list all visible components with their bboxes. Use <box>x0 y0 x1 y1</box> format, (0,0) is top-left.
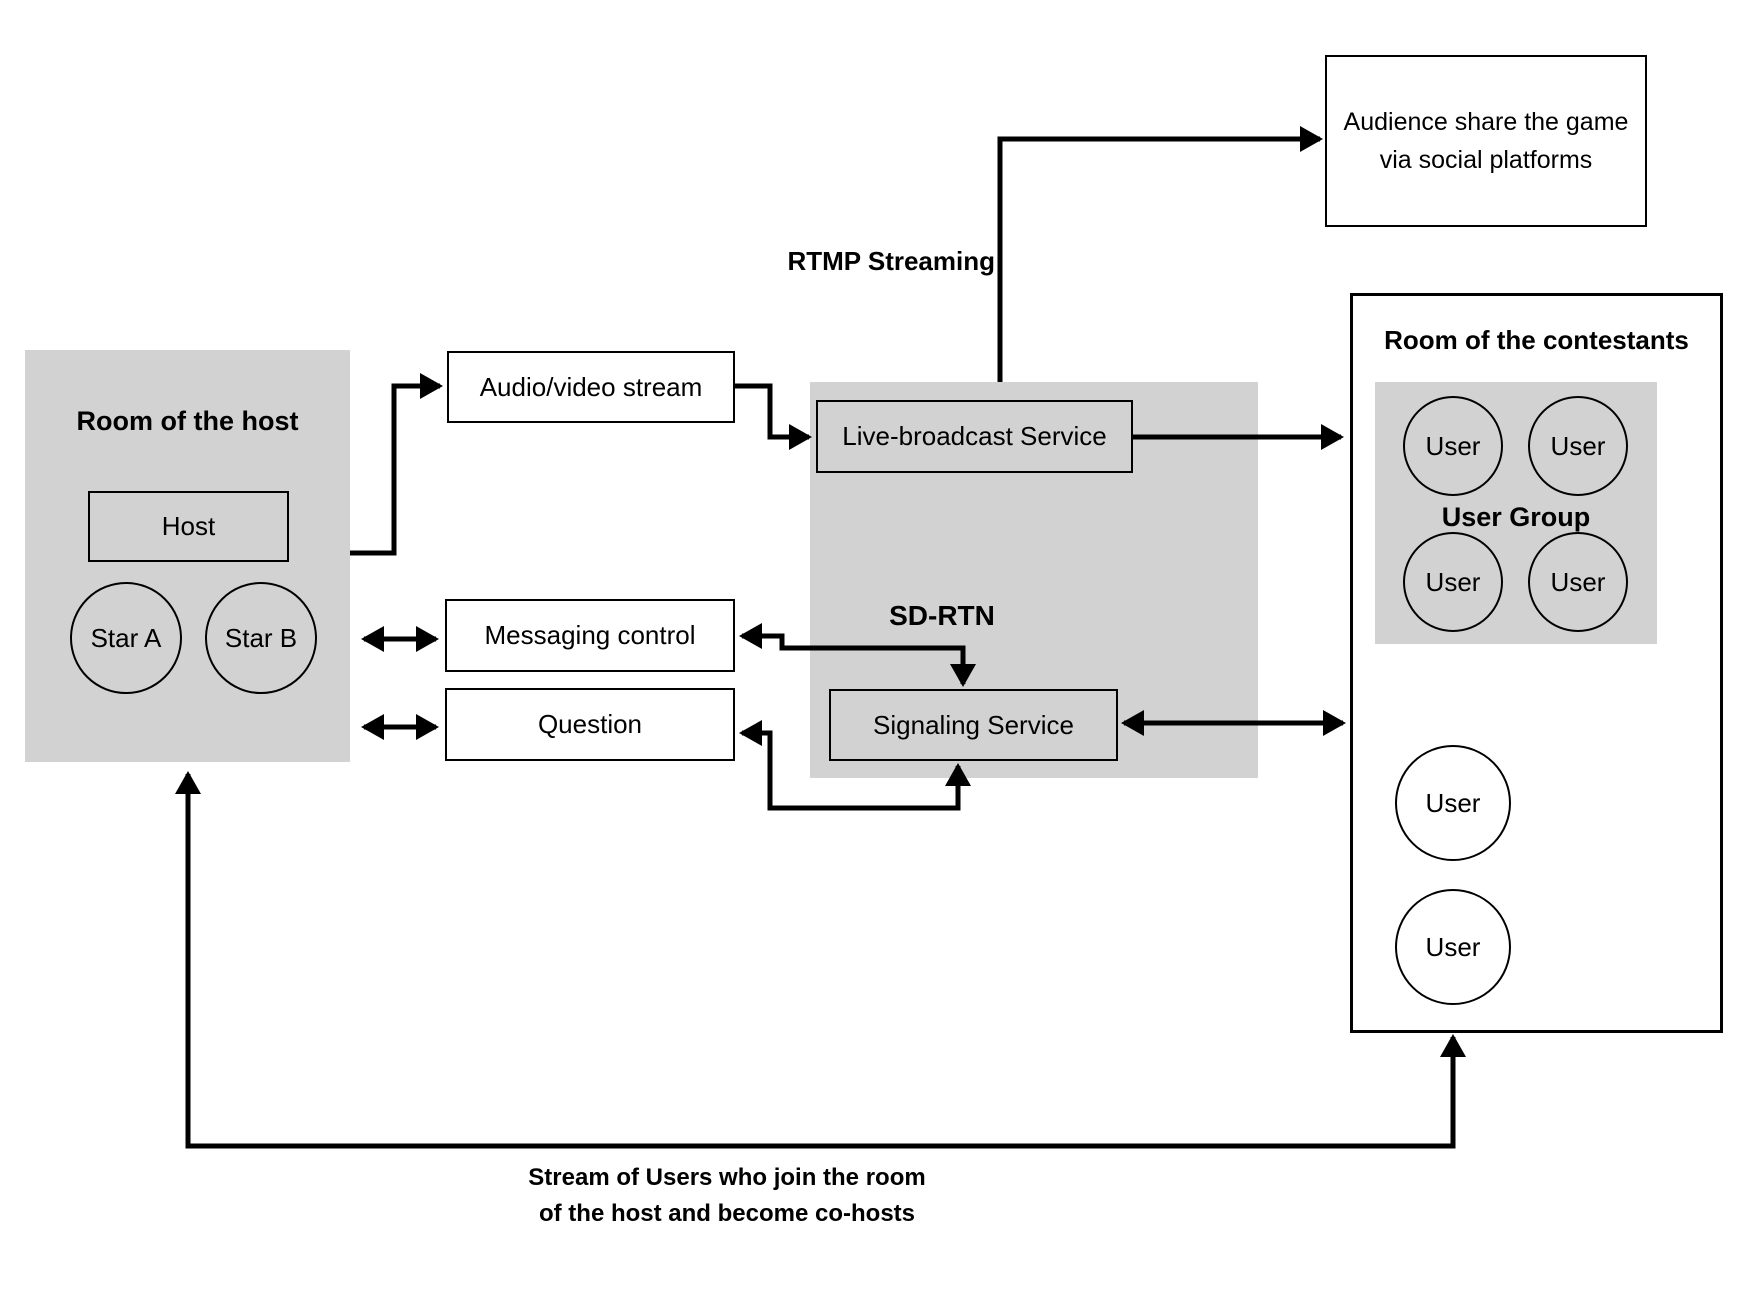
star-b-circle: Star B <box>205 582 317 694</box>
group-user-circle: User <box>1528 532 1628 632</box>
audio-video-node: Audio/video stream <box>447 351 735 423</box>
audience-label-line1: Audience share the game <box>1343 108 1629 136</box>
user-label: User <box>1425 566 1481 597</box>
user-group-label: User Group <box>1441 502 1591 532</box>
host-node-label: Host <box>161 511 216 541</box>
live-broadcast-node: Live-broadcast Service <box>816 400 1133 473</box>
contestants-room-title: Room of the contestants <box>1384 325 1689 355</box>
bottom-note: Stream of Users who join the room of the… <box>377 1160 1077 1232</box>
solo-user-circle: User <box>1395 889 1511 1005</box>
edge-contestants-to-hostroom <box>175 771 1466 1149</box>
signaling-label: Signaling Service <box>873 709 1074 740</box>
star-a-label: Star A <box>90 622 162 653</box>
signaling-node: Signaling Service <box>829 689 1118 761</box>
group-user-circle: User <box>1403 396 1503 496</box>
group-user-circle: User <box>1403 532 1503 632</box>
solo-user-circle: User <box>1395 745 1511 861</box>
host-room-region <box>25 350 350 762</box>
audio-video-label: Audio/video stream <box>479 371 703 402</box>
sdrtn-label: SD-RTN <box>889 600 995 631</box>
group-user-circle: User <box>1528 396 1628 496</box>
messaging-control-label: Messaging control <box>484 620 696 650</box>
user-label: User <box>1425 787 1481 818</box>
user-label: User <box>1425 430 1481 461</box>
bottom-note-line2: of the host and become co-hosts <box>538 1200 916 1227</box>
user-label: User <box>1550 430 1606 461</box>
live-broadcast-label: Live-broadcast Service <box>842 421 1107 451</box>
host-room-title: Room of the host <box>76 406 299 436</box>
audience-label-line2: via social platforms <box>1379 146 1593 174</box>
question-label: Question <box>537 709 643 739</box>
audience-node: Audience share the game via social platf… <box>1325 55 1647 227</box>
messaging-control-node: Messaging control <box>445 599 735 672</box>
user-label: User <box>1425 931 1481 962</box>
user-label: User <box>1550 566 1606 597</box>
star-a-circle: Star A <box>70 582 182 694</box>
question-node: Question <box>445 688 735 761</box>
star-b-label: Star B <box>224 622 298 653</box>
rtmp-streaming-label: RTMP Streaming <box>787 246 995 276</box>
edge-audiovideo-to-livebroadcast <box>735 383 812 450</box>
edge-host-to-audiovideo <box>350 373 443 556</box>
edge-rtmp-to-audience <box>997 126 1323 382</box>
bottom-note-line1: Stream of Users who join the room <box>528 1164 926 1191</box>
host-node: Host <box>88 491 289 562</box>
